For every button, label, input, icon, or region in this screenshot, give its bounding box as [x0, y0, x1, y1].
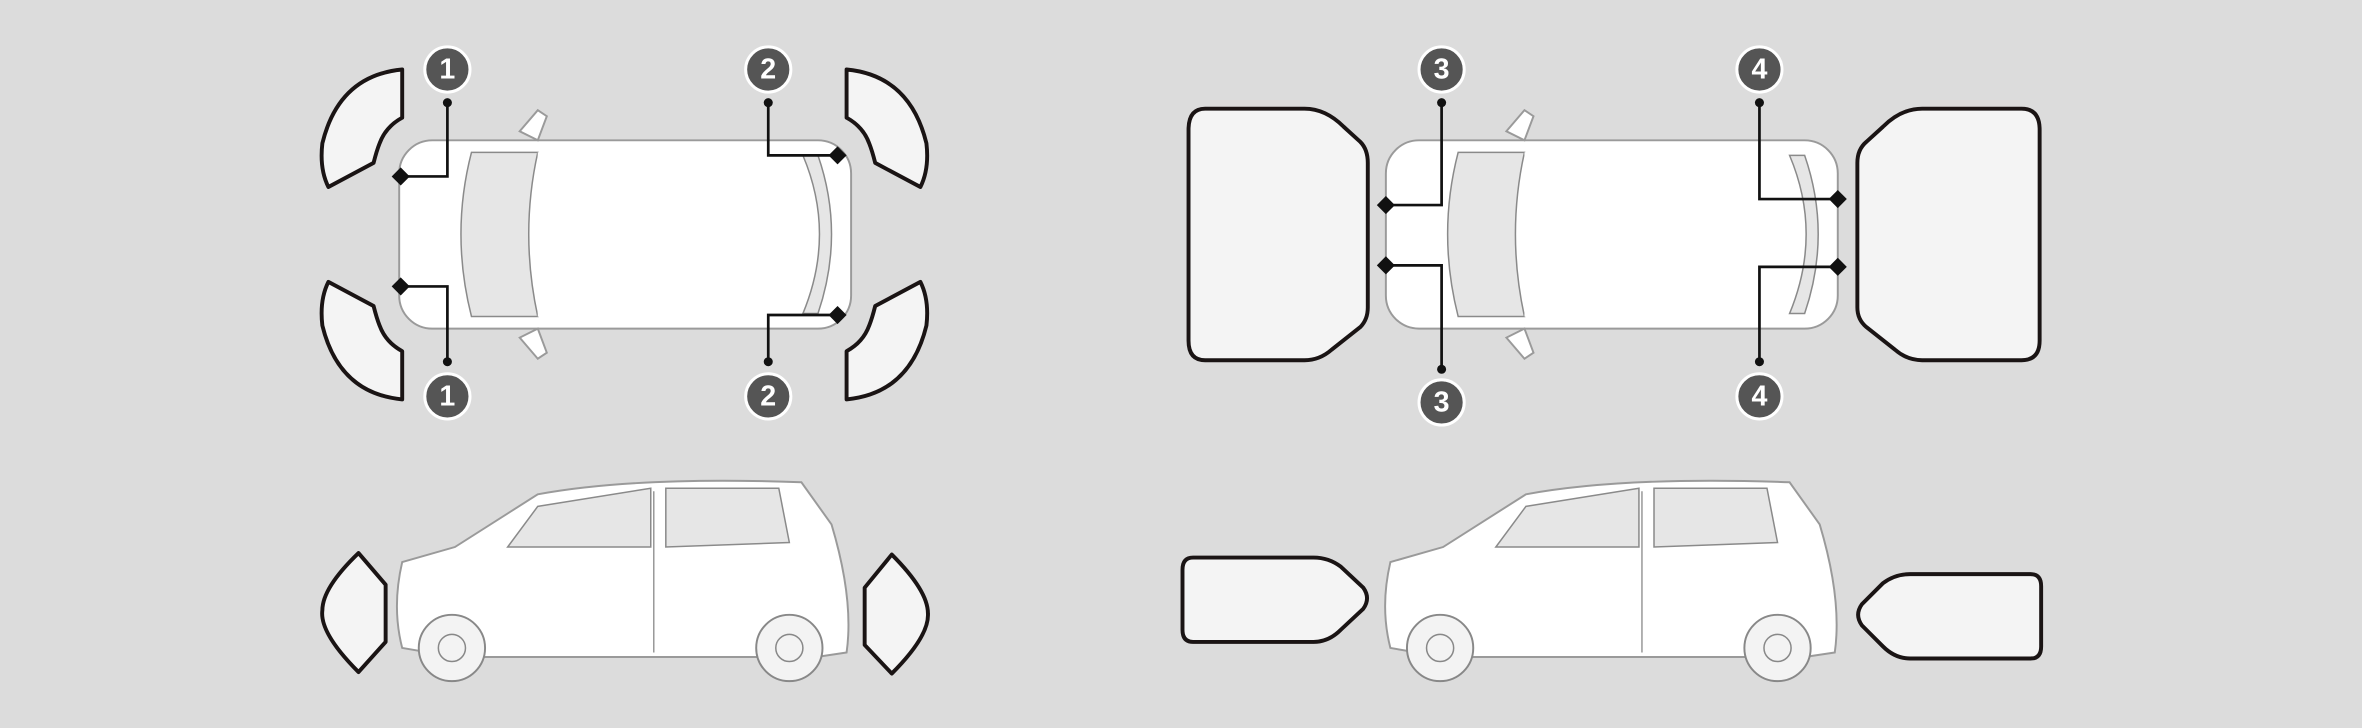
callout-3-top: 3 [1417, 45, 1466, 94]
top-view-center-sensors: 3 3 4 4 [1186, 45, 2042, 427]
top-view-corner-sensors: 1 1 2 2 [319, 45, 930, 421]
callout-4-top: 4 [1735, 45, 1784, 94]
svg-text:2: 2 [760, 54, 776, 86]
zone-rear-left [844, 67, 930, 189]
zone-front-right [319, 279, 405, 402]
car-side-view [395, 479, 850, 683]
callout-1-bottom: 1 [423, 372, 472, 421]
callout-4-bottom: 4 [1735, 372, 1784, 421]
svg-text:4: 4 [1751, 54, 1767, 86]
svg-text:4: 4 [1751, 380, 1767, 412]
callout-3-bottom: 3 [1417, 378, 1466, 427]
svg-text:3: 3 [1434, 54, 1450, 86]
car-side-view [1384, 479, 1838, 683]
side-view-center-sensors [1180, 479, 2044, 683]
zone-front-center [1186, 106, 1370, 363]
zone-front-side [320, 551, 388, 675]
svg-text:2: 2 [760, 380, 776, 412]
car-top-view [398, 109, 853, 360]
svg-text:3: 3 [1434, 386, 1450, 418]
svg-text:1: 1 [439, 380, 455, 412]
zone-rear-side [862, 552, 930, 676]
side-view-corner-sensors [320, 479, 930, 683]
callout-1-top: 1 [423, 45, 472, 94]
zone-rear-center-side [1856, 572, 2044, 661]
zone-rear-right [844, 279, 930, 402]
zone-rear-center [1855, 106, 2042, 363]
zone-front-center-side [1180, 555, 1369, 644]
svg-text:1: 1 [439, 54, 455, 86]
callout-2-top: 2 [744, 45, 793, 94]
zone-front-left [319, 67, 405, 189]
car-top-view [1384, 109, 1839, 360]
callout-2-bottom: 2 [744, 372, 793, 421]
